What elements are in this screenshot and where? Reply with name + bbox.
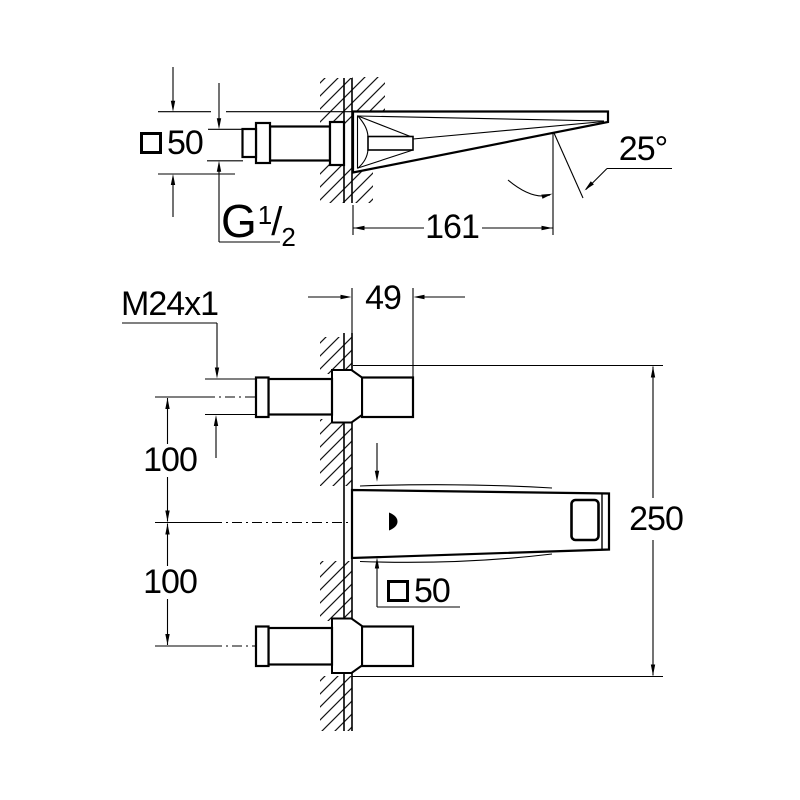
square-section-symbol <box>140 132 162 154</box>
lower-valve <box>254 617 415 674</box>
front-view-lines <box>122 288 663 731</box>
dim-spacing-100-lower: 100 <box>143 563 198 601</box>
dim-square50-front-lines <box>376 443 460 608</box>
centerlines <box>155 396 352 647</box>
upper-valve <box>205 369 415 424</box>
spout-plan <box>350 484 611 563</box>
dim-spacing-100-upper: 100 <box>143 441 198 479</box>
thread-slash: / <box>271 200 282 244</box>
logo-mark <box>389 512 398 531</box>
dim-m24-lines <box>122 322 218 458</box>
thread-denominator: 2 <box>281 222 296 252</box>
dim-49-lines <box>308 288 465 377</box>
side-view-lines <box>158 67 672 243</box>
dim-square50-side-lines <box>158 67 352 217</box>
wall-hatch <box>320 78 352 124</box>
dim-161-lines <box>352 133 554 235</box>
square-section-symbol <box>387 580 409 602</box>
dim-thread-m24x1: M24x1 <box>121 285 219 323</box>
dim-square-50-front: 50 <box>387 572 451 610</box>
dim-angle-25: 25° <box>618 130 668 168</box>
thread-numerator: 1 <box>257 200 273 230</box>
dim-250-lines <box>352 364 663 678</box>
spout-nozzle <box>367 135 414 151</box>
spout-rough-in <box>241 120 346 167</box>
dim-value: 50 <box>167 124 204 162</box>
dim-protrusion-49: 49 <box>365 279 402 317</box>
dim-spout-reach-161: 161 <box>425 208 480 246</box>
spout-inner-lines <box>356 115 605 169</box>
dim-square-50-side: 50 <box>140 124 204 162</box>
aerator <box>570 498 600 542</box>
dim-thread-g-half: G1/2 <box>221 195 296 250</box>
thread-letter: G <box>221 195 257 247</box>
dim-ghalf-lines <box>207 83 280 243</box>
dim-overall-height-250: 250 <box>629 500 684 538</box>
dim-value: 50 <box>414 572 451 610</box>
